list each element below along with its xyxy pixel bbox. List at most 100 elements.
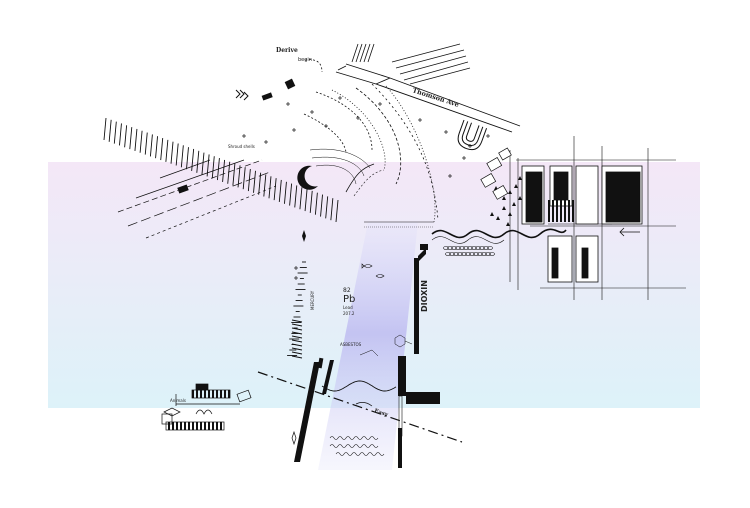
hatch-stroke (258, 172, 262, 195)
chain-link (483, 246, 489, 250)
beam-left-edge-segment (322, 360, 334, 394)
hatch-stroke (175, 143, 179, 166)
chain-link (453, 252, 459, 256)
crescent-icon (297, 165, 318, 190)
hatch-stroke (263, 174, 267, 197)
tree-mark (514, 184, 518, 188)
buildings (521, 165, 643, 283)
sine-wave (321, 380, 397, 392)
hatch-stroke (320, 194, 323, 217)
chain-link (445, 252, 451, 256)
chain-link (451, 246, 457, 250)
hatch-stroke (283, 181, 287, 204)
chain-link (487, 246, 493, 250)
diagonal-hatch-band-top (391, 43, 471, 85)
wave-line (335, 452, 385, 456)
arrow-left-icon (619, 227, 640, 237)
tree-mark (496, 216, 500, 220)
molecule-icon (359, 334, 413, 357)
dash-mark (291, 347, 303, 351)
beam-header-label (364, 221, 434, 228)
converging-dotted-arcs (303, 83, 439, 223)
element-name: Lead (343, 305, 353, 310)
hatch-stroke (294, 185, 298, 208)
derive-label-group: Derive begin (276, 47, 323, 73)
hatch-stroke (134, 128, 138, 151)
dash-mark (291, 323, 303, 327)
element-mass: 207.2 (343, 311, 355, 316)
tree-mark (502, 196, 506, 200)
bottom-left-figure (161, 383, 252, 431)
chain-link (481, 252, 487, 256)
chain-link (455, 246, 461, 250)
chain-link (443, 246, 449, 250)
chain-link (475, 246, 481, 250)
element-number: 82 (343, 287, 351, 294)
hatch-stroke (196, 150, 200, 173)
asbestos-label: ASBESTOS (340, 342, 362, 347)
derive-path (304, 59, 323, 73)
beam-left-bracket (294, 357, 324, 462)
tree-mark (518, 176, 522, 180)
magnet-icon (457, 119, 488, 151)
hatch-stroke (191, 148, 195, 172)
chain-link (467, 246, 473, 250)
hatch-stroke (108, 119, 112, 142)
dash-mark (291, 339, 303, 343)
hatch-stroke (268, 176, 272, 199)
tree-mark (502, 206, 506, 210)
wave-line (329, 444, 379, 448)
hatch-stroke (165, 139, 169, 162)
chain-link (463, 246, 469, 250)
hatch-stroke (335, 199, 339, 223)
hatch-stroke (160, 138, 164, 161)
hatch-stroke (129, 127, 133, 150)
chain-link (471, 246, 477, 250)
hatch-stroke (232, 163, 236, 186)
tree-mark (490, 212, 494, 216)
mercury-label: MERCURY (310, 290, 315, 310)
wave-line (329, 436, 379, 440)
hatch-stroke (201, 152, 205, 175)
building-5 (547, 235, 573, 283)
building-3 (575, 165, 599, 225)
animals-label: Animals (170, 398, 186, 403)
chain-link (447, 246, 453, 250)
dash-mark (291, 327, 303, 331)
chain-pattern (443, 246, 495, 256)
dioxin-label: DIOXIN (420, 280, 429, 312)
dash-mark (291, 355, 303, 359)
hatch-stroke (309, 190, 313, 213)
dash-mark (291, 343, 303, 347)
left-dark-block (177, 184, 189, 194)
lead-element-card: 82 Pb Lead 207.2 (343, 287, 355, 316)
hatch-stroke (242, 167, 246, 190)
chain-link (469, 252, 475, 256)
right-zigzag-wave-2 (431, 236, 505, 244)
easy-label: Easy (373, 408, 389, 418)
tree-marks (490, 176, 522, 226)
tree-mark (512, 202, 516, 206)
arc-line-2 (353, 169, 385, 197)
chevron-arrows-icon (235, 89, 249, 101)
hatch-stroke (289, 183, 293, 206)
curved-annotation-text (309, 148, 371, 185)
chain-link (479, 246, 485, 250)
light-beam (318, 222, 418, 470)
dash-mark (291, 319, 303, 323)
easy-curl (355, 402, 373, 407)
tree-mark (508, 190, 512, 194)
hatch-stroke (103, 117, 107, 141)
dash-mark (291, 351, 303, 355)
hatch-stroke (304, 189, 308, 212)
hatch-stroke (124, 125, 128, 148)
hatch-stroke (211, 156, 215, 179)
hatch-stroke (170, 141, 174, 164)
chain-link (461, 252, 467, 256)
chain-link (473, 252, 479, 256)
hatch-stroke (253, 170, 256, 193)
tree-mark (506, 222, 510, 226)
dash-dot-diagonal (257, 371, 463, 443)
hatch-stroke (186, 147, 189, 170)
